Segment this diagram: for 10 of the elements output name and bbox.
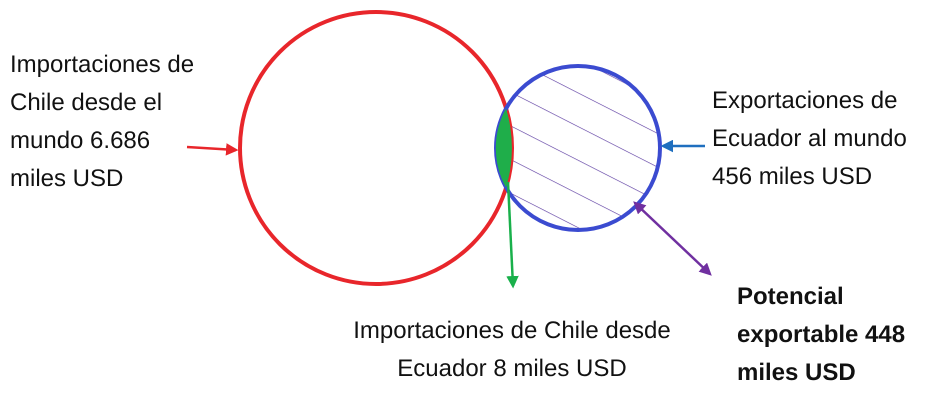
- label-text: Importaciones de Chile desde Ecuador 8 miles USD: [352, 312, 672, 388]
- arrow: [633, 201, 712, 276]
- label-text: Exportaciones de Ecuador al mundo 456 miles USD: [712, 82, 932, 196]
- label-text: Potencial exportable 448 miles USD: [737, 278, 945, 392]
- arrow: [186, 143, 238, 156]
- overlap-area: [496, 108, 512, 188]
- arrow: [660, 140, 705, 152]
- set-circle: [238, 10, 514, 286]
- label-text: Importaciones de Chile desde el mundo 6.686 miles USD: [10, 46, 210, 198]
- set-circle: [494, 64, 662, 232]
